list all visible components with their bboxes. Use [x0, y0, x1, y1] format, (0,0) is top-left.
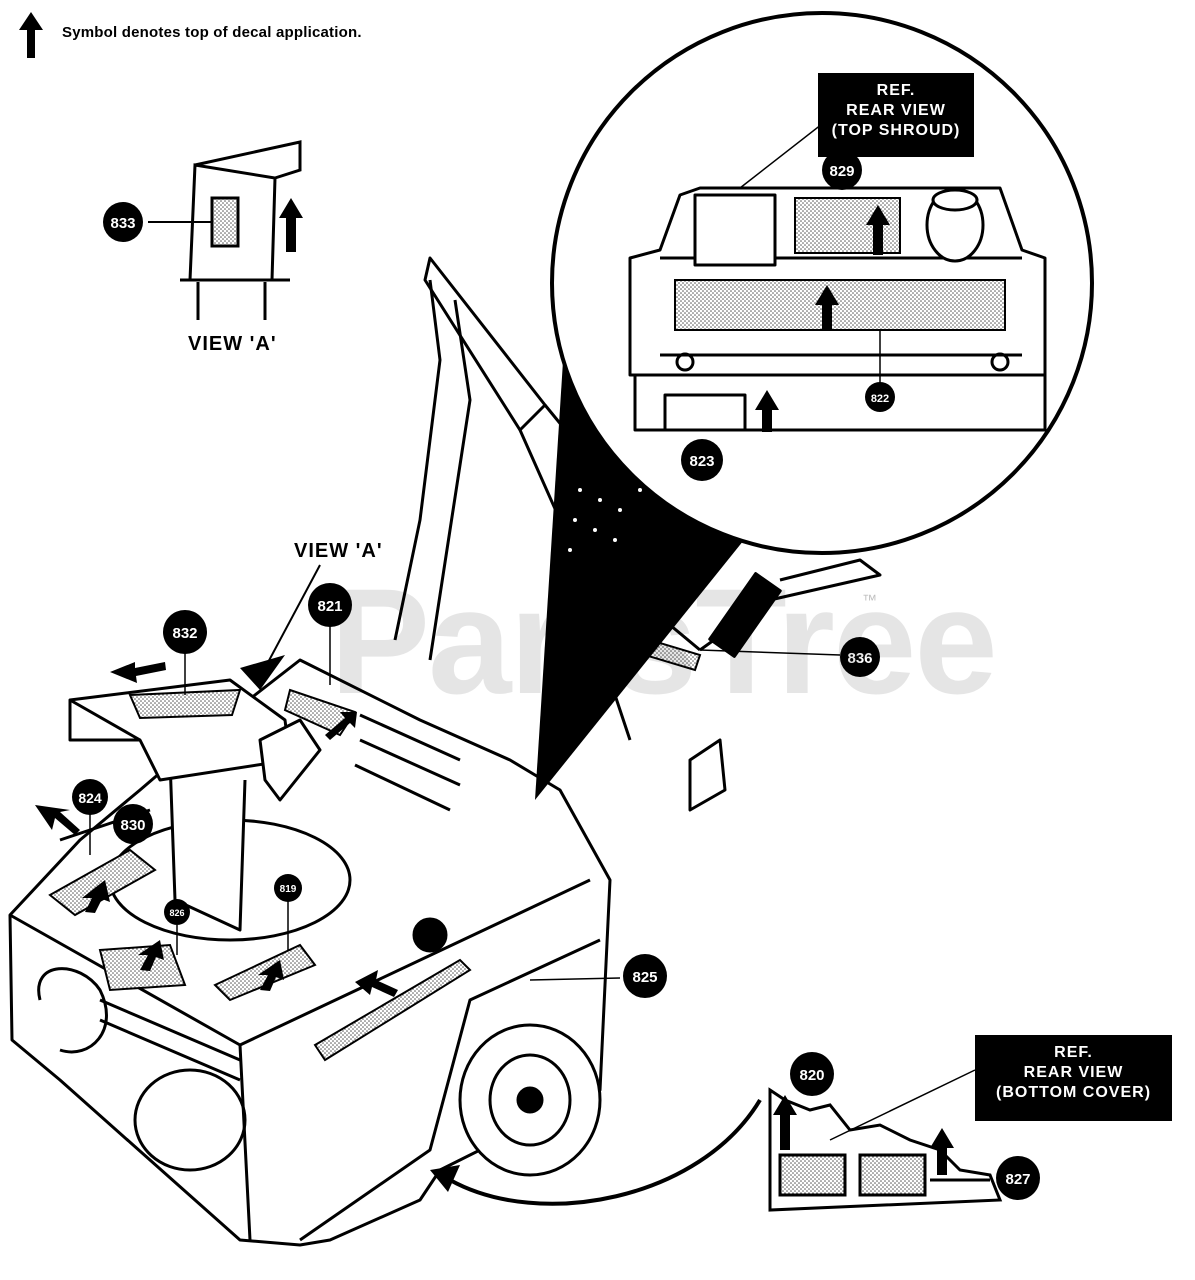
bottom-cover-arrows: [773, 1095, 954, 1175]
ref-bottom-line3: (BOTTOM COVER): [995, 1084, 1152, 1101]
callout-830-label: 830: [120, 817, 145, 834]
callout-badges: 833 829 822 823 832 821 836 824 830 826 …: [72, 150, 1040, 1200]
callout-826: 826: [164, 899, 190, 925]
bottom-cover-detail: [768, 1087, 1003, 1212]
callout-820-label: 820: [799, 1067, 824, 1084]
callout-836-label: 836: [847, 650, 872, 667]
callout-819-label: 819: [280, 884, 297, 895]
callout-832-label: 832: [172, 625, 197, 642]
callout-829: 829: [822, 150, 862, 190]
callout-830: 830: [113, 804, 153, 844]
callout-825-label: 825: [632, 969, 657, 986]
callout-leader-lines: [89, 440, 841, 981]
top-shroud-detail: [535, 11, 1094, 800]
up-arrow-icon: [19, 12, 43, 58]
callout-833-label: 833: [110, 215, 135, 232]
callout-821-label: 821: [317, 598, 342, 615]
callout-827-label: 827: [1005, 1171, 1030, 1188]
callout-821: 821: [308, 583, 352, 627]
callout-832: 832: [163, 610, 207, 654]
view-a-pointer-label: VIEW 'A': [294, 540, 383, 562]
callout-819: 819: [274, 874, 302, 902]
callout-822-label: 822: [871, 393, 889, 405]
ref-bottom-line1: REF.: [1054, 1044, 1093, 1061]
bottom-cover-curved-pointer: [449, 1098, 762, 1206]
callout-833: 833: [103, 202, 143, 242]
callout-824: 824: [72, 779, 108, 815]
callout-824-label: 824: [78, 790, 102, 806]
callout-822: 822: [865, 382, 895, 412]
callout-829-label: 829: [829, 163, 854, 180]
view-a-up-arrow: [279, 198, 303, 252]
callout-820: 820: [790, 1052, 834, 1096]
curved-pointer-head: [430, 1165, 460, 1192]
callout-825: 825: [623, 954, 667, 998]
ref-top-line2: REAR VIEW: [846, 102, 946, 119]
callout-823: 823: [681, 439, 723, 481]
callout-827: 827: [996, 1156, 1040, 1200]
ref-bottom-cover-box: REF. REAR VIEW (BOTTOM COVER): [975, 1035, 1172, 1121]
callout-836: 836: [840, 637, 880, 677]
view-a-pointer: [240, 564, 321, 690]
callout-823-label: 823: [689, 453, 714, 470]
watermark-tm: ™: [862, 592, 877, 609]
view-a-inset-label: VIEW 'A': [188, 333, 277, 355]
ref-top-line1: REF.: [876, 82, 916, 99]
callout-826-label: 826: [169, 908, 184, 918]
ref-top-shroud-box: REF. REAR VIEW (TOP SHROUD): [818, 73, 974, 157]
view-a-chute-drawing: [180, 140, 302, 320]
legend-text: Symbol denotes top of decal application.: [62, 24, 362, 41]
ref-top-line3: (TOP SHROUD): [831, 122, 961, 139]
ref-bottom-line2: REAR VIEW: [1023, 1064, 1124, 1081]
